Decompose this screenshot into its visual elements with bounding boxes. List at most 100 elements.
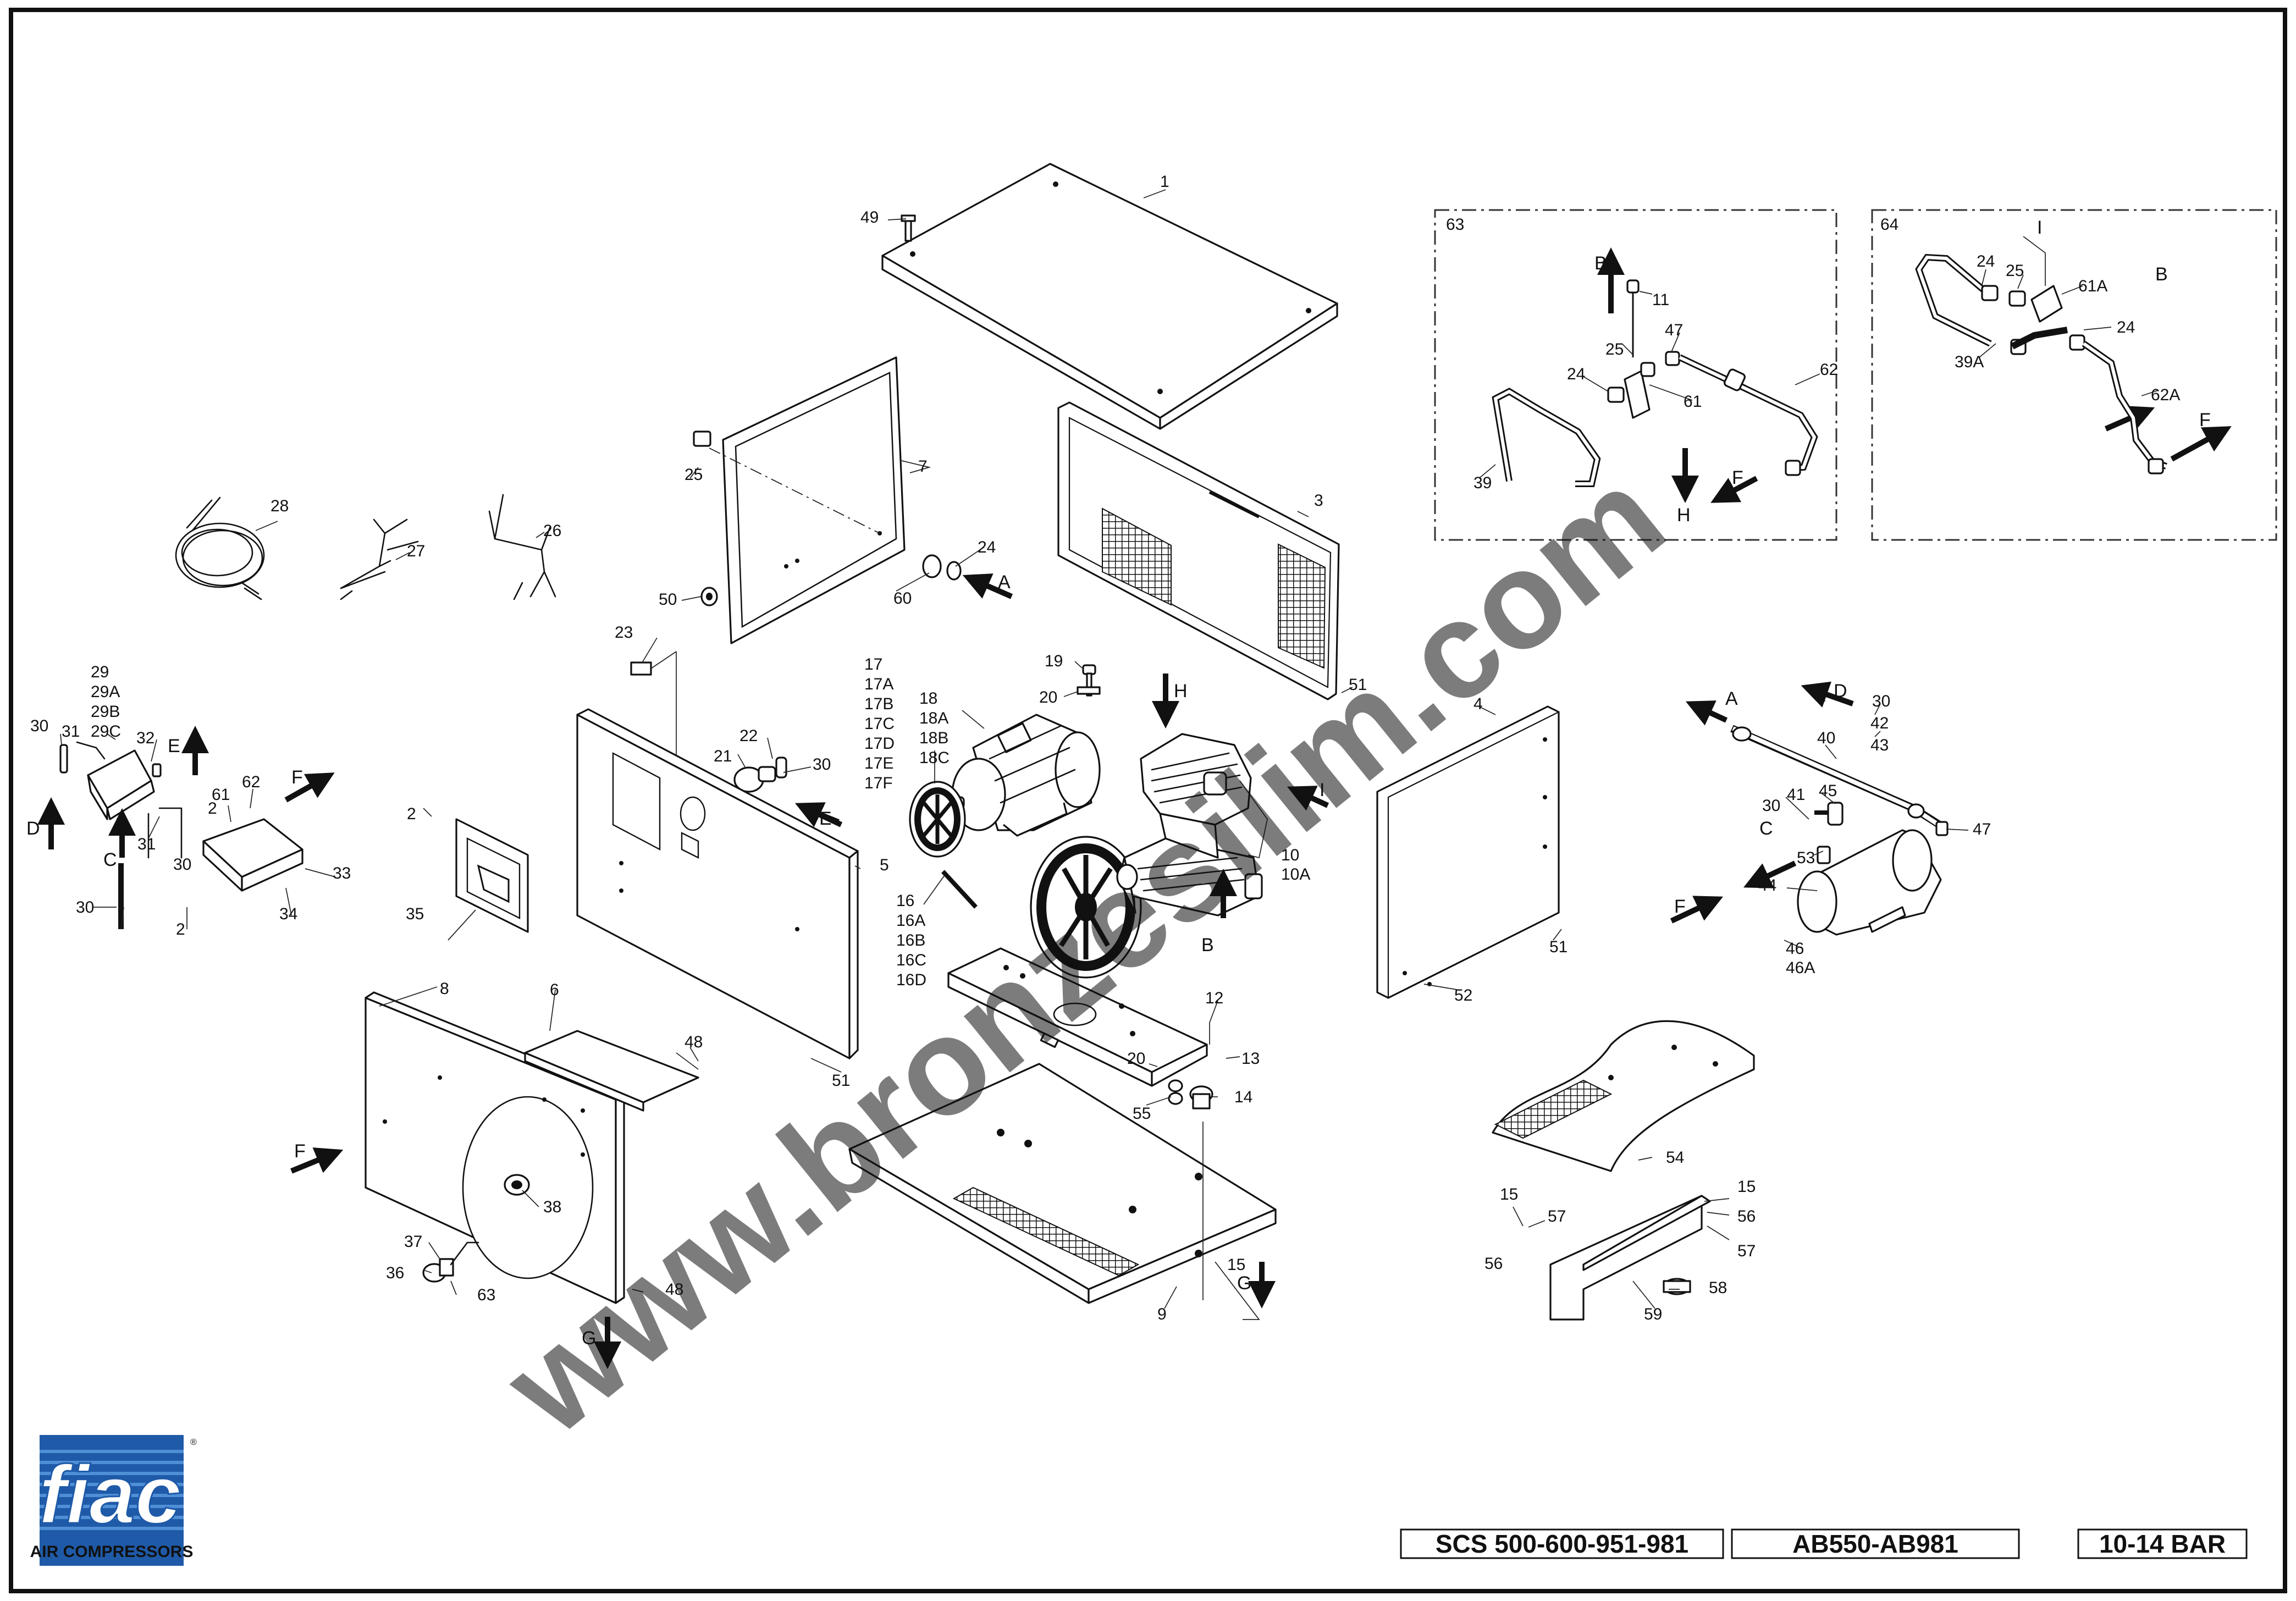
leader-lines: [60, 189, 1969, 1320]
part-grille-panel: [1057, 401, 1340, 700]
callout-10a: 10A: [1281, 865, 1310, 884]
title-model: SCS 500-600-951-981: [1436, 1530, 1688, 1558]
callout-54: 54: [1666, 1149, 1684, 1167]
callout-14: 14: [1234, 1088, 1252, 1106]
callout-33: 33: [333, 864, 351, 882]
callout-62-inset63: 62: [1820, 361, 1838, 379]
callout-39a: 39A: [1955, 353, 1984, 371]
callout-13: 13: [1241, 1050, 1260, 1068]
callout-25-inset64: 25: [2006, 262, 2024, 280]
callout-19: 19: [1045, 652, 1063, 670]
callout-63: 63: [477, 1286, 495, 1304]
callout-21: 21: [714, 747, 732, 765]
callout-31-bottom: 31: [137, 835, 156, 853]
part-front-panel: [576, 708, 859, 1059]
callout-57-left: 57: [1548, 1207, 1566, 1225]
callout-15-left: 15: [1500, 1185, 1518, 1203]
flow-label-b-pump: B: [1201, 935, 1214, 956]
callout-51-side: 51: [1549, 938, 1568, 956]
callout-61-left: 61: [212, 786, 230, 804]
part-screw-49: [901, 214, 916, 242]
callout-60: 60: [893, 589, 912, 608]
callout-29a: 29A: [91, 683, 120, 701]
part-wiring-26: [488, 494, 556, 600]
flow-label-f-plate: F: [294, 1141, 306, 1162]
callout-10: 10: [1281, 846, 1299, 864]
part-side-panel-right: [1376, 705, 1560, 999]
callout-12: 12: [1205, 989, 1223, 1007]
part-bolt-19: [1077, 664, 1101, 697]
callout-2-bottom: 2: [176, 920, 185, 938]
logo-brand: fiac: [39, 1448, 181, 1541]
callout-51-front: 51: [832, 1072, 850, 1090]
callout-61-inset63: 61: [1684, 393, 1702, 411]
part-bracket-6: [524, 1030, 699, 1112]
callout-30-switch-bottom: 30: [76, 898, 94, 917]
callout-26: 26: [543, 522, 561, 540]
callout-17e: 17E: [864, 754, 893, 772]
part-belt: [941, 870, 978, 909]
part-motor-base: [947, 947, 1208, 1087]
callout-30-tank: 30: [1762, 797, 1780, 815]
part-base-frame: [1492, 1020, 1755, 1321]
flow-arrows: [37, 406, 2232, 1369]
callout-56-right: 56: [1737, 1207, 1756, 1225]
flow-label-b-inset63: B: [1594, 253, 1607, 274]
callout-18a: 18A: [919, 709, 948, 727]
callout-32: 32: [136, 729, 154, 747]
callout-40: 40: [1817, 729, 1835, 747]
part-pressure-switch: [59, 741, 162, 820]
callout-47-tank: 47: [1973, 820, 1991, 838]
callout-16d: 16D: [896, 971, 926, 989]
part-base-plate: [848, 1063, 1277, 1304]
callout-29: 29: [91, 663, 109, 681]
flow-label-g-base: G: [1237, 1273, 1251, 1294]
callout-38: 38: [543, 1198, 561, 1216]
callout-30-valve: 30: [813, 755, 831, 774]
callout-53: 53: [1797, 849, 1815, 867]
logo-registered: ®: [190, 1438, 197, 1447]
callout-46a: 46A: [1786, 959, 1815, 977]
title-code: AB550-AB981: [1792, 1530, 1958, 1558]
callout-25-inset63: 25: [1605, 340, 1624, 358]
flow-label-e-left: E: [168, 736, 180, 757]
callout-27: 27: [407, 542, 425, 560]
part-valve-45: [1814, 802, 1844, 826]
callout-24: 24: [978, 538, 996, 556]
flow-label-h-inset63: H: [1677, 505, 1691, 526]
callout-18: 18: [919, 689, 937, 708]
inset-63-number: 63: [1446, 216, 1464, 234]
callout-17f: 17F: [864, 774, 893, 792]
flow-label-a-panel: A: [998, 572, 1011, 593]
part-wiring-27: [340, 518, 419, 600]
callout-42: 42: [1870, 714, 1889, 732]
part-bracket-34: [147, 807, 303, 892]
flow-label-f-inset63: F: [1732, 467, 1743, 488]
flow-label-f-tank: F: [1674, 896, 1686, 917]
inset-64: [1871, 209, 2277, 541]
callout-37: 37: [404, 1233, 422, 1251]
callout-52: 52: [1454, 986, 1472, 1004]
callout-48-bracket: 48: [685, 1033, 703, 1051]
callout-48-plate: 48: [665, 1280, 683, 1299]
callout-49: 49: [860, 208, 879, 227]
callout-29c: 29C: [91, 722, 121, 741]
flow-label-a-pipe: A: [1725, 688, 1738, 709]
fiac-logo: fiac AIR COMPRESSORS ®: [30, 1435, 197, 1566]
callout-44: 44: [1758, 876, 1776, 895]
callout-15-right: 15: [1737, 1178, 1756, 1196]
flow-label-i-inset64: I: [2037, 217, 2042, 238]
callout-17b: 17B: [864, 695, 893, 713]
callout-45: 45: [1819, 782, 1837, 800]
callout-23: 23: [615, 623, 633, 642]
callout-30-switch-top: 30: [30, 717, 48, 735]
inset-63: [1434, 209, 1837, 541]
part-fitting-53: [1817, 846, 1831, 864]
callout-41: 41: [1787, 786, 1805, 804]
part-fitting-36: [422, 1241, 479, 1283]
callout-4: 4: [1473, 695, 1483, 713]
flow-label-c-right: C: [1759, 818, 1773, 839]
callout-15-base: 15: [1227, 1256, 1245, 1274]
flow-label-h-pump: H: [1174, 681, 1188, 702]
callout-39: 39: [1473, 474, 1492, 492]
